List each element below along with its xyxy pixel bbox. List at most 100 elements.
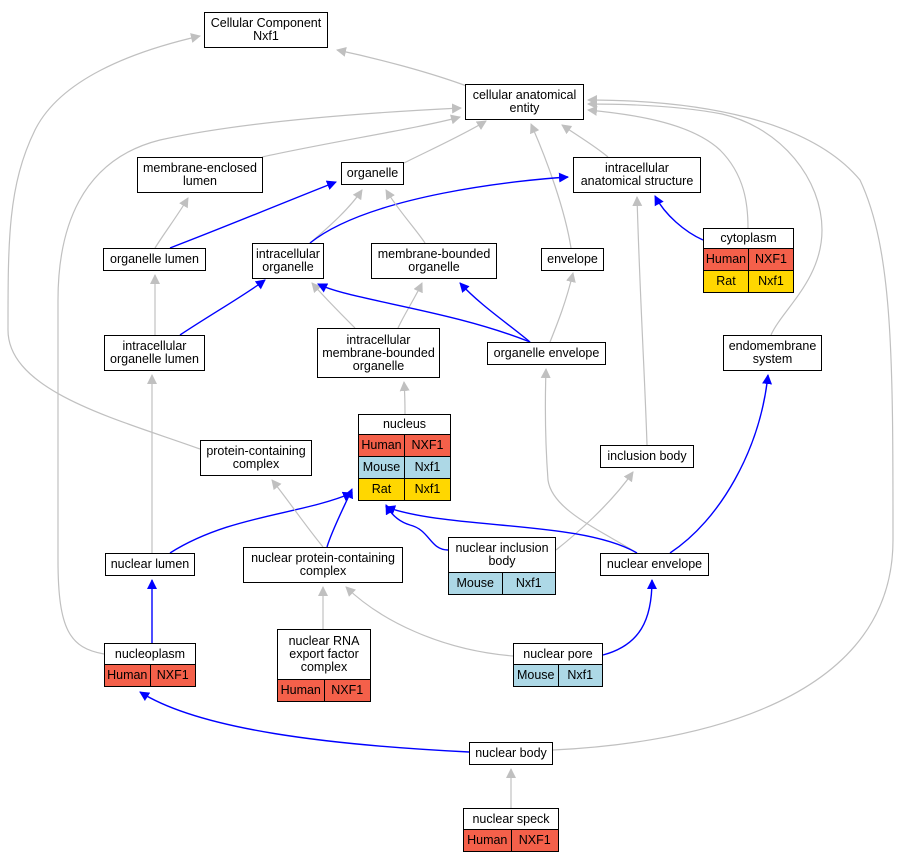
- edge-is-a-nincb-to-incb: [555, 471, 634, 551]
- node-cc[interactable]: Cellular Component Nxf1: [204, 12, 328, 48]
- node-nbody[interactable]: nuclear body: [469, 742, 553, 765]
- species-organism: Human: [705, 252, 747, 266]
- species-organism: Mouse: [362, 460, 401, 474]
- edge-is-a-orgenv-to-env: [549, 272, 576, 343]
- edge-is-a-npore-to-npcc: [345, 586, 514, 657]
- node-cae[interactable]: cellular anatomical entity: [465, 84, 584, 120]
- node-ias[interactable]: intracellular anatomical structure: [573, 157, 701, 193]
- node-incb[interactable]: inclusion body: [600, 445, 694, 468]
- edge-part-of-nenv-to-endo: [669, 374, 773, 554]
- node-endo[interactable]: endomembrane system: [723, 335, 822, 371]
- species-gene: Nxf1: [404, 457, 450, 478]
- node-label: nuclear pore: [523, 646, 593, 661]
- edge-part-of-iol-to-intorg: [179, 279, 266, 336]
- node-pcc[interactable]: protein-containing complex: [200, 440, 312, 476]
- node-label: intracellular organelle: [256, 247, 320, 274]
- node-label: nuclear speck: [472, 811, 550, 826]
- species-gene: Nxf1: [501, 573, 556, 594]
- species-organism: Rat: [371, 482, 392, 496]
- node-label: nuclear body: [475, 746, 547, 760]
- species-gene: NXF1: [510, 830, 559, 851]
- edge-is-a-nplasm-to-cae: [57, 103, 462, 655]
- node-label: envelope: [547, 252, 598, 266]
- node-mbo[interactable]: membrane-bounded organelle: [371, 243, 497, 279]
- node-label: nuclear envelope: [606, 557, 703, 571]
- node-label: organelle envelope: [493, 346, 600, 360]
- node-nlumen[interactable]: nuclear lumen: [105, 553, 195, 576]
- species-gene: NXF1: [748, 249, 793, 270]
- node-env[interactable]: envelope: [541, 248, 604, 271]
- edge-part-of-nenv-to-nucleus: [385, 505, 638, 554]
- node-label: endomembrane system: [728, 339, 817, 366]
- node-label: organelle lumen: [110, 252, 199, 266]
- node-nenv[interactable]: nuclear envelope: [600, 553, 709, 576]
- edge-part-of-intorg-to-ias: [309, 172, 569, 244]
- edge-is-a-orglum-to-mel: [154, 197, 189, 249]
- edge-is-a-endo-to-cae: [587, 99, 823, 336]
- species-gene: Nxf1: [404, 479, 450, 500]
- species-organism: Human: [280, 683, 321, 697]
- edge-is-a-mel-to-cae: [261, 114, 461, 158]
- node-label: intracellular membrane-bounded organelle: [322, 332, 435, 373]
- species-gene: NXF1: [149, 665, 196, 686]
- species-row-mouse: Mouse Nxf1: [449, 572, 555, 594]
- species-organism: Human: [467, 833, 508, 847]
- edge-is-a-nucleus-to-imbo: [399, 381, 410, 415]
- edge-is-a-mbo-to-org: [385, 189, 426, 244]
- edge-is-a-imbo-to-mbo: [397, 282, 423, 329]
- node-label: nuclear lumen: [110, 557, 190, 571]
- species-row-rat: Rat Nxf1: [704, 270, 793, 292]
- edge-part-of-npcc-to-nucleus: [326, 488, 353, 548]
- node-label: nucleus: [382, 417, 427, 431]
- species-organism: Rat: [716, 274, 736, 288]
- species-organism: Mouse: [456, 576, 495, 590]
- node-imbo[interactable]: intracellular membrane-bounded organelle: [317, 328, 440, 378]
- species-row-rat: Rat Nxf1: [359, 478, 450, 500]
- edge-is-a-nbody-to-cae: [552, 95, 894, 751]
- edge-is-a-ias-to-cae: [561, 124, 609, 158]
- node-label: membrane-enclosed lumen: [143, 161, 257, 188]
- edge-part-of-cyto-to-ias: [654, 195, 704, 241]
- node-label: organelle: [346, 166, 399, 180]
- node-mel[interactable]: membrane-enclosed lumen: [137, 157, 263, 193]
- edge-is-a-imbo-to-intorg: [311, 282, 356, 329]
- node-label: cytoplasm: [720, 231, 777, 245]
- species-gene: Nxf1: [557, 665, 603, 686]
- edge-is-a-npcc-to-pcc: [271, 479, 324, 548]
- edge-is-a-intorg-to-org: [309, 189, 363, 244]
- edge-part-of-nbody-to-nplasm: [139, 691, 470, 753]
- edge-part-of-nincb-to-nucleus: [385, 504, 449, 551]
- node-iol[interactable]: intracellular organelle lumen: [104, 335, 205, 371]
- node-orgenv[interactable]: organelle envelope: [487, 342, 606, 365]
- species-organism: Human: [361, 438, 402, 452]
- node-label: inclusion body: [607, 449, 687, 463]
- node-orglum[interactable]: organelle lumen: [103, 248, 206, 271]
- node-label: intracellular organelle lumen: [110, 339, 199, 366]
- node-label: nuclear protein-containing complex: [251, 551, 395, 578]
- edge-part-of-orglum-to-org: [169, 180, 337, 249]
- node-npcc[interactable]: nuclear protein-containing complex: [243, 547, 403, 583]
- node-label: protein-containing complex: [206, 444, 306, 471]
- species-gene: NXF1: [323, 680, 371, 701]
- edge-part-of-nlumen-to-nucleus: [169, 491, 353, 554]
- edge-part-of-orgenv-to-mbo: [459, 282, 531, 343]
- node-intorg[interactable]: intracellular organelle: [252, 243, 324, 279]
- edge-is-a-pcc-to-cc: [7, 33, 201, 450]
- species-gene: NXF1: [404, 435, 450, 456]
- species-gene: Nxf1: [748, 271, 793, 292]
- node-org[interactable]: organelle: [341, 162, 404, 185]
- edge-is-a-cae-to-cc: [336, 46, 473, 89]
